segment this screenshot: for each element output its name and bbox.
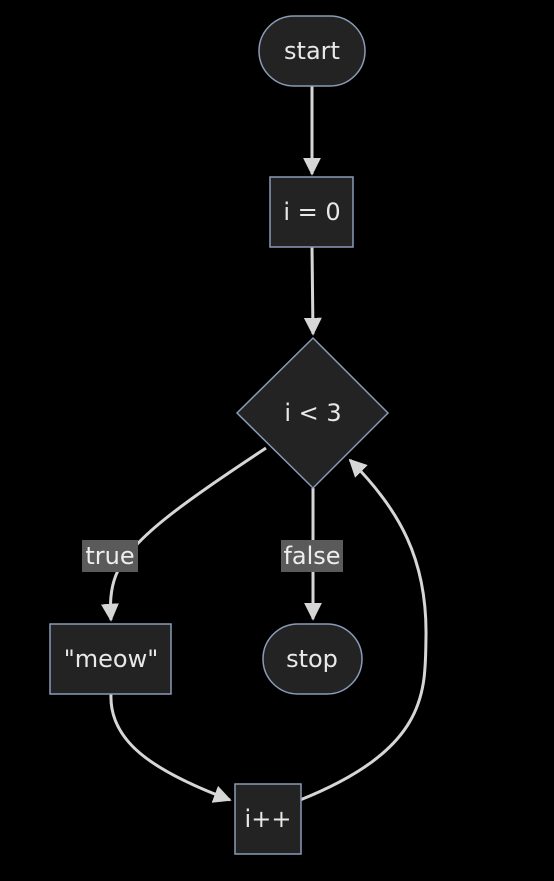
edge-body-to-increment (109, 693, 232, 803)
edge-label-true: true (82, 540, 138, 572)
node-start-label: start (284, 37, 340, 65)
node-increment[interactable]: i++ (234, 783, 302, 855)
edge-increment-to-condition (299, 458, 428, 802)
node-body-label: "meow" (64, 645, 159, 673)
node-condition-label: i < 3 (284, 399, 341, 427)
node-start[interactable]: start (258, 15, 366, 87)
edge-label-false: false (281, 540, 343, 572)
edge-condition-to-body (100, 446, 267, 622)
node-init-label: i = 0 (283, 198, 340, 226)
node-condition[interactable]: i < 3 (235, 336, 390, 490)
edge-init-to-condition (303, 246, 322, 336)
node-stop-label: stop (286, 645, 338, 673)
node-increment-label: i++ (245, 805, 292, 833)
node-init[interactable]: i = 0 (269, 176, 354, 248)
edge-label-false-text: false (283, 542, 340, 570)
edge-label-true-text: true (85, 542, 134, 570)
node-body[interactable]: "meow" (49, 623, 172, 695)
node-stop[interactable]: stop (262, 623, 363, 695)
